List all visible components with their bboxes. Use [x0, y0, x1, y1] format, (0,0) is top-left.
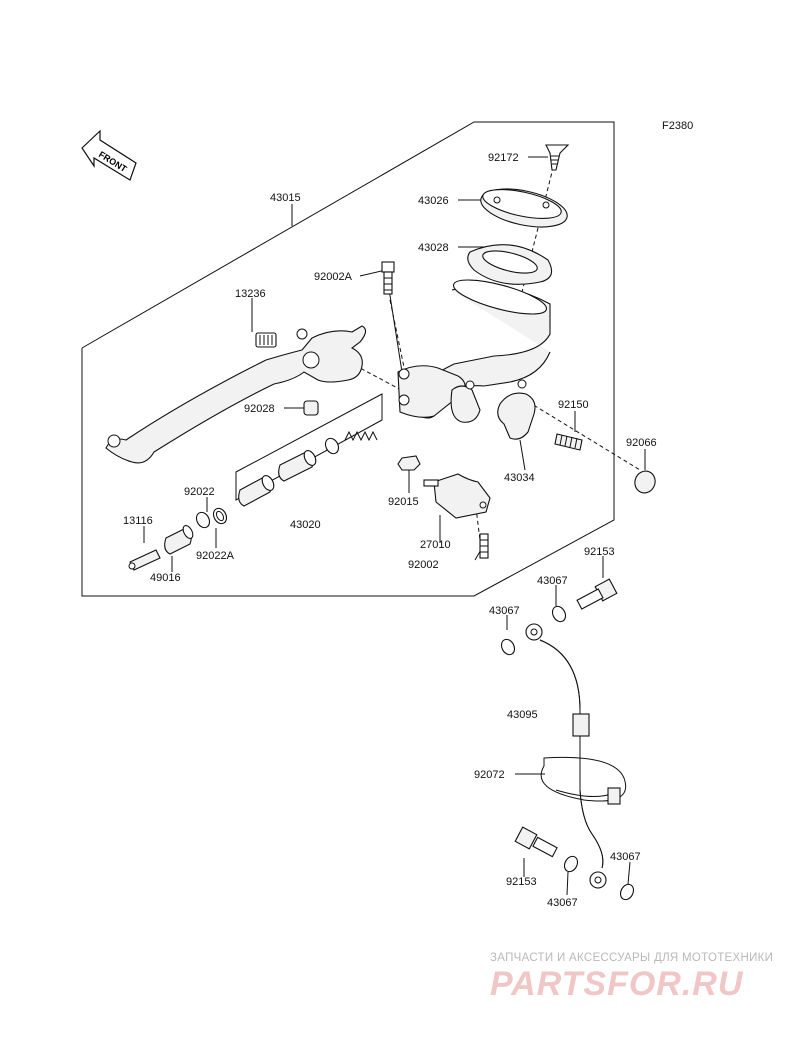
label-92022: 92022 — [184, 486, 215, 498]
fitting-92150 — [554, 433, 583, 451]
piston-kit-43020 — [238, 430, 378, 507]
part-labels: 92172 43026 43028 43015 92002A 13236 920… — [123, 152, 657, 909]
label-92022A: 92022A — [196, 550, 235, 562]
label-92153-top: 92153 — [584, 546, 615, 558]
screw-92172 — [545, 144, 570, 171]
label-49016: 49016 — [150, 572, 181, 584]
label-43034: 43034 — [504, 472, 535, 484]
hose-clamp-92072 — [540, 756, 626, 805]
brake-hose-43095 — [525, 623, 607, 889]
figure-code: F2380 — [662, 120, 693, 132]
label-92153-bottom: 92153 — [506, 876, 537, 888]
boot-49016 — [164, 524, 194, 555]
label-27010: 27010 — [420, 539, 451, 551]
label-43067-a: 43067 — [537, 575, 568, 587]
washer-92022A — [212, 507, 228, 525]
kit-outline — [235, 393, 383, 501]
label-43015: 43015 — [270, 192, 301, 204]
front-arrow-icon: FRONT — [81, 129, 137, 181]
label-43020: 43020 — [290, 519, 321, 531]
lever-13236 — [105, 325, 367, 464]
clamp-43034 — [497, 379, 536, 440]
master-cylinder-body — [397, 279, 551, 423]
reservoir-cap-43026 — [480, 188, 568, 228]
washer-92022 — [195, 511, 211, 529]
label-92015: 92015 — [388, 496, 419, 508]
label-43026: 43026 — [418, 195, 449, 207]
label-92150: 92150 — [558, 399, 589, 411]
label-43095: 43095 — [507, 709, 538, 721]
diaphragm-43028 — [467, 244, 553, 285]
banjo-bolt-92153-bottom — [514, 826, 558, 858]
label-92066: 92066 — [626, 437, 657, 449]
label-92172: 92172 — [488, 152, 519, 164]
label-43067-b: 43067 — [489, 605, 520, 617]
nut-92015 — [397, 455, 421, 471]
label-92028: 92028 — [244, 403, 275, 415]
washer-43067-c — [563, 855, 579, 873]
watermark-tagline: ЗАПЧАСТИ И АКСЕССУАРЫ ДЛЯ МОТОТЕХНИКИ — [490, 952, 774, 964]
label-43028: 43028 — [418, 242, 449, 254]
label-92072: 92072 — [474, 769, 505, 781]
bolt-92002A — [381, 261, 395, 295]
pushrod-13116 — [128, 549, 161, 571]
label-43067-c: 43067 — [547, 897, 578, 909]
washer-43067-d — [619, 883, 635, 901]
washer-43067-b — [500, 638, 516, 656]
washer-43067-a — [551, 605, 567, 623]
banjo-bolt-92153-top — [576, 578, 618, 610]
cap-92066 — [634, 470, 656, 494]
switch-27010 — [423, 473, 491, 519]
label-13116: 13116 — [123, 515, 153, 527]
screw-92002 — [479, 533, 489, 559]
label-43067-d: 43067 — [610, 851, 641, 863]
bushing-92028 — [303, 400, 319, 416]
label-92002: 92002 — [408, 559, 439, 571]
assembly-outline — [81, 121, 615, 597]
label-92002A: 92002A — [314, 271, 353, 283]
watermark-brand: PARTSFOR.RU — [490, 965, 744, 1003]
label-13236: 13236 — [235, 288, 266, 300]
leader-lines — [143, 156, 646, 896]
